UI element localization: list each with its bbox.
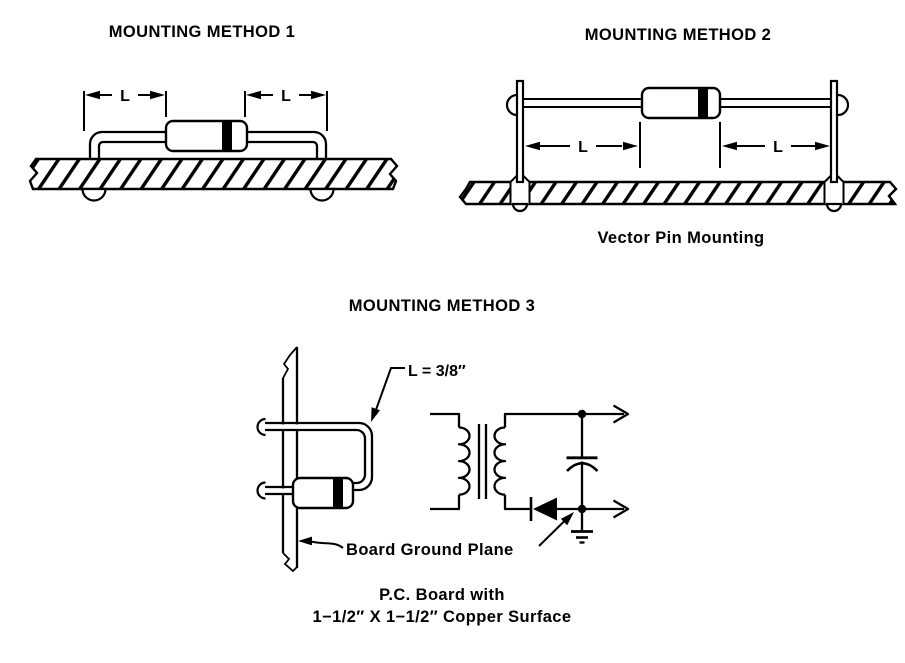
anode-triangle xyxy=(533,497,557,521)
dimension-extension-lines xyxy=(83,91,328,131)
mounting-method-3: MOUNTING METHOD 3 L = 3/8″ xyxy=(256,297,630,626)
dimension-label: L xyxy=(281,88,291,105)
arrowhead-right-icon xyxy=(623,141,638,151)
diode-cathode-band xyxy=(333,478,343,508)
solder-bump-left xyxy=(81,187,107,202)
dimension-right: L xyxy=(722,139,830,156)
arrowhead-left-icon xyxy=(722,141,737,151)
vector-pin-left xyxy=(515,79,525,184)
ground-plane-label: Board Ground Plane xyxy=(346,541,514,559)
method2-title: MOUNTING METHOD 2 xyxy=(585,26,771,44)
ground-symbol xyxy=(571,530,593,544)
board-break-edges xyxy=(282,346,298,573)
diode-symbol xyxy=(529,497,624,521)
solder-bump xyxy=(511,202,529,213)
chassis-board xyxy=(458,180,898,206)
diode-body xyxy=(164,119,249,153)
diode-cathode-band xyxy=(222,121,232,151)
arrowhead-right-icon xyxy=(311,90,326,100)
solder-blob-bottom xyxy=(256,481,266,500)
diode-body xyxy=(640,86,722,120)
dimension-label: L xyxy=(120,88,130,105)
output-arrow-top-icon xyxy=(612,404,630,424)
vector-pin-right xyxy=(829,79,839,184)
leader-arrowhead-left-icon xyxy=(298,536,312,546)
solder-blob-left xyxy=(505,93,518,117)
leader-arrowhead-right-icon xyxy=(560,512,574,526)
dimension-extension-lines xyxy=(639,122,721,168)
method3-title: MOUNTING METHOD 3 xyxy=(349,297,535,315)
diode-body xyxy=(291,476,355,510)
junction-dot-bottom xyxy=(577,504,587,514)
vector-pin-foot-left xyxy=(509,174,531,213)
method2-caption: Vector Pin Mounting xyxy=(597,229,764,247)
mounting-method-1: MOUNTING METHOD 1 L L xyxy=(28,23,399,202)
output-arrow-bottom-icon xyxy=(612,499,630,519)
ground-plane-board xyxy=(281,347,299,568)
secondary-winding xyxy=(493,426,507,496)
chassis-board xyxy=(28,157,399,191)
arrowhead-left-icon xyxy=(246,90,261,100)
arrowhead-left-icon xyxy=(525,141,540,151)
solder-blob-top xyxy=(256,417,266,437)
leader-line-left xyxy=(310,540,344,549)
arrowhead-right-icon xyxy=(815,141,830,151)
mounting-method-2: MOUNTING METHOD 2 xyxy=(458,26,898,247)
dimension-label: L xyxy=(578,139,588,156)
axial-leads xyxy=(88,130,328,158)
primary-winding xyxy=(457,426,471,496)
lead-loop-outer xyxy=(265,421,374,492)
lead-length-callout: L = 3/8″ xyxy=(371,363,466,422)
transformer-symbol xyxy=(430,412,624,511)
axial-leads xyxy=(523,98,831,108)
dimension-left: L xyxy=(85,88,165,105)
ground-plane-callout: Board Ground Plane xyxy=(298,512,574,559)
primary-leads xyxy=(430,412,461,511)
lead-loop-inner xyxy=(265,428,367,485)
leader-line-right xyxy=(538,518,567,547)
solder-bump-right xyxy=(309,187,335,202)
solder-blob-right xyxy=(837,93,850,117)
leader-line xyxy=(373,367,405,415)
method1-title: MOUNTING METHOD 1 xyxy=(109,23,295,41)
diode-cathode-band xyxy=(698,88,708,118)
method3-caption-line2: 1−1/2″ X 1−1/2″ Copper Surface xyxy=(313,608,572,626)
capacitor-symbol xyxy=(566,415,599,531)
arrowhead-right-icon xyxy=(150,90,165,100)
dimension-label: L xyxy=(773,139,783,156)
method3-caption-line1: P.C. Board with xyxy=(379,586,505,604)
capacitor-plate-curved xyxy=(566,461,599,472)
leader-arrowhead-icon xyxy=(371,407,380,422)
dimension-left: L xyxy=(525,139,638,156)
junction-dot-top xyxy=(577,409,587,419)
dimension-right: L xyxy=(246,88,326,105)
solder-bump xyxy=(825,202,843,213)
lead-length-label: L = 3/8″ xyxy=(408,363,466,380)
lead-bottom xyxy=(265,485,293,496)
transformer-core xyxy=(477,424,488,499)
arrowhead-left-icon xyxy=(85,90,100,100)
